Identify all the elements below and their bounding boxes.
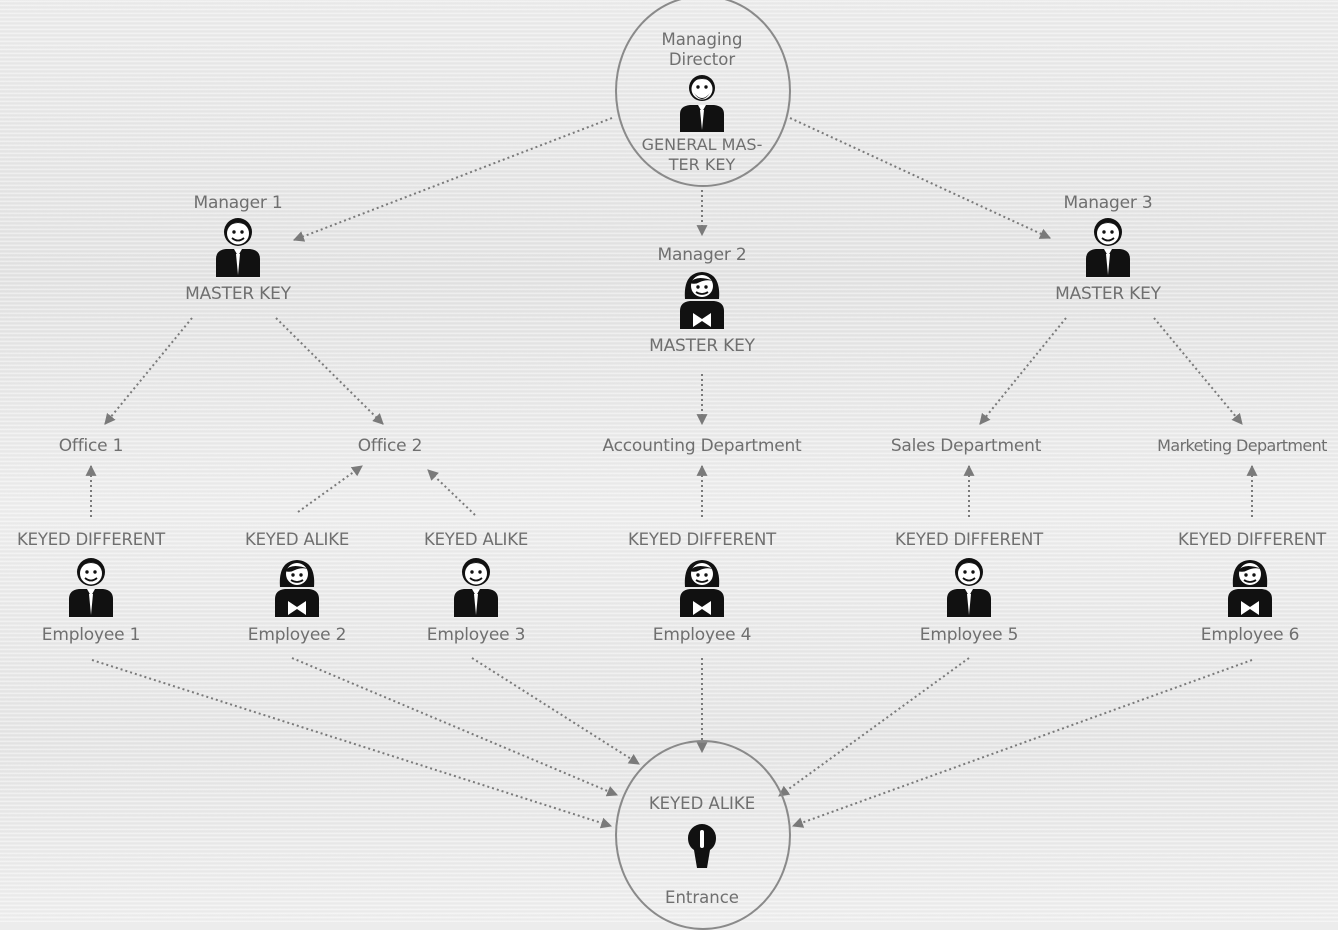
- female-person-icon: [1224, 557, 1276, 621]
- entrance-name: Entrance: [665, 888, 739, 907]
- manager-2-key-label: MASTER KEY: [649, 336, 755, 356]
- employee-3-key-label: KEYED ALIKE: [423, 530, 529, 549]
- employee-3-name: Employee 3: [426, 625, 526, 645]
- manager-2-name: Manager 2: [657, 245, 747, 265]
- employee-1-name: Employee 1: [41, 625, 141, 645]
- male-person-icon: [214, 217, 262, 281]
- manager-3-key-label: MASTER KEY: [1055, 284, 1161, 304]
- edge-employee3-office2: [427, 469, 476, 516]
- male-person-icon: [452, 557, 500, 621]
- employee-2-key-label: KEYED ALIKE: [244, 530, 350, 549]
- female-person-icon: [676, 269, 728, 333]
- employee-6-key-label: KEYED DIFFERENT: [1178, 530, 1326, 549]
- edge-employee2-office2: [297, 465, 363, 513]
- edge-employee6-entrance: [791, 659, 1253, 828]
- edge-employee1-entrance: [91, 659, 613, 829]
- employee-2-name: Employee 2: [247, 625, 347, 645]
- entrance-key-label: KEYED ALIKE: [648, 794, 756, 813]
- male-person-icon: [67, 557, 115, 621]
- area-office-2: Office 2: [357, 436, 423, 456]
- edge-employee2-entrance: [291, 657, 619, 797]
- area-marketing-department: Marketing Department: [1157, 436, 1327, 455]
- area-office-1: Office 1: [58, 436, 124, 456]
- area-sales-department: Sales Department: [890, 436, 1042, 456]
- employee-1-key-label: KEYED DIFFERENT: [17, 530, 165, 549]
- employee-5-name: Employee 5: [919, 625, 1019, 645]
- edge-manager1-office2: [275, 317, 384, 425]
- edge-employee3-entrance: [471, 657, 640, 765]
- employee-5-key-label: KEYED DIFFERENT: [895, 530, 1043, 549]
- managing-director-title: Managing Director: [661, 30, 743, 69]
- edge-director-manager1: [292, 117, 613, 242]
- edge-manager1-office1: [104, 317, 193, 425]
- employee-4-key-label: KEYED DIFFERENT: [628, 530, 776, 549]
- edge-manager3-sales: [979, 317, 1067, 425]
- edge-manager3-marketing: [1153, 317, 1243, 425]
- edge-director-manager3: [789, 117, 1051, 239]
- manager-1-name: Manager 1: [193, 193, 283, 213]
- female-person-icon: [676, 557, 728, 621]
- area-accounting-department: Accounting Department: [602, 436, 802, 456]
- employee-4-name: Employee 4: [652, 625, 752, 645]
- general-master-key-label: GENERAL MAS- TER KEY: [641, 135, 763, 174]
- employee-6-name: Employee 6: [1200, 625, 1300, 645]
- manager-1-key-label: MASTER KEY: [185, 284, 291, 304]
- director-person-icon: [676, 74, 728, 136]
- female-person-icon: [271, 557, 323, 621]
- male-person-icon: [1084, 217, 1132, 281]
- male-person-icon: [945, 557, 993, 621]
- lock-cylinder-icon: [685, 822, 719, 874]
- edge-employee5-entrance: [778, 657, 970, 797]
- manager-3-name: Manager 3: [1063, 193, 1153, 213]
- managing-director-node: [615, 0, 791, 187]
